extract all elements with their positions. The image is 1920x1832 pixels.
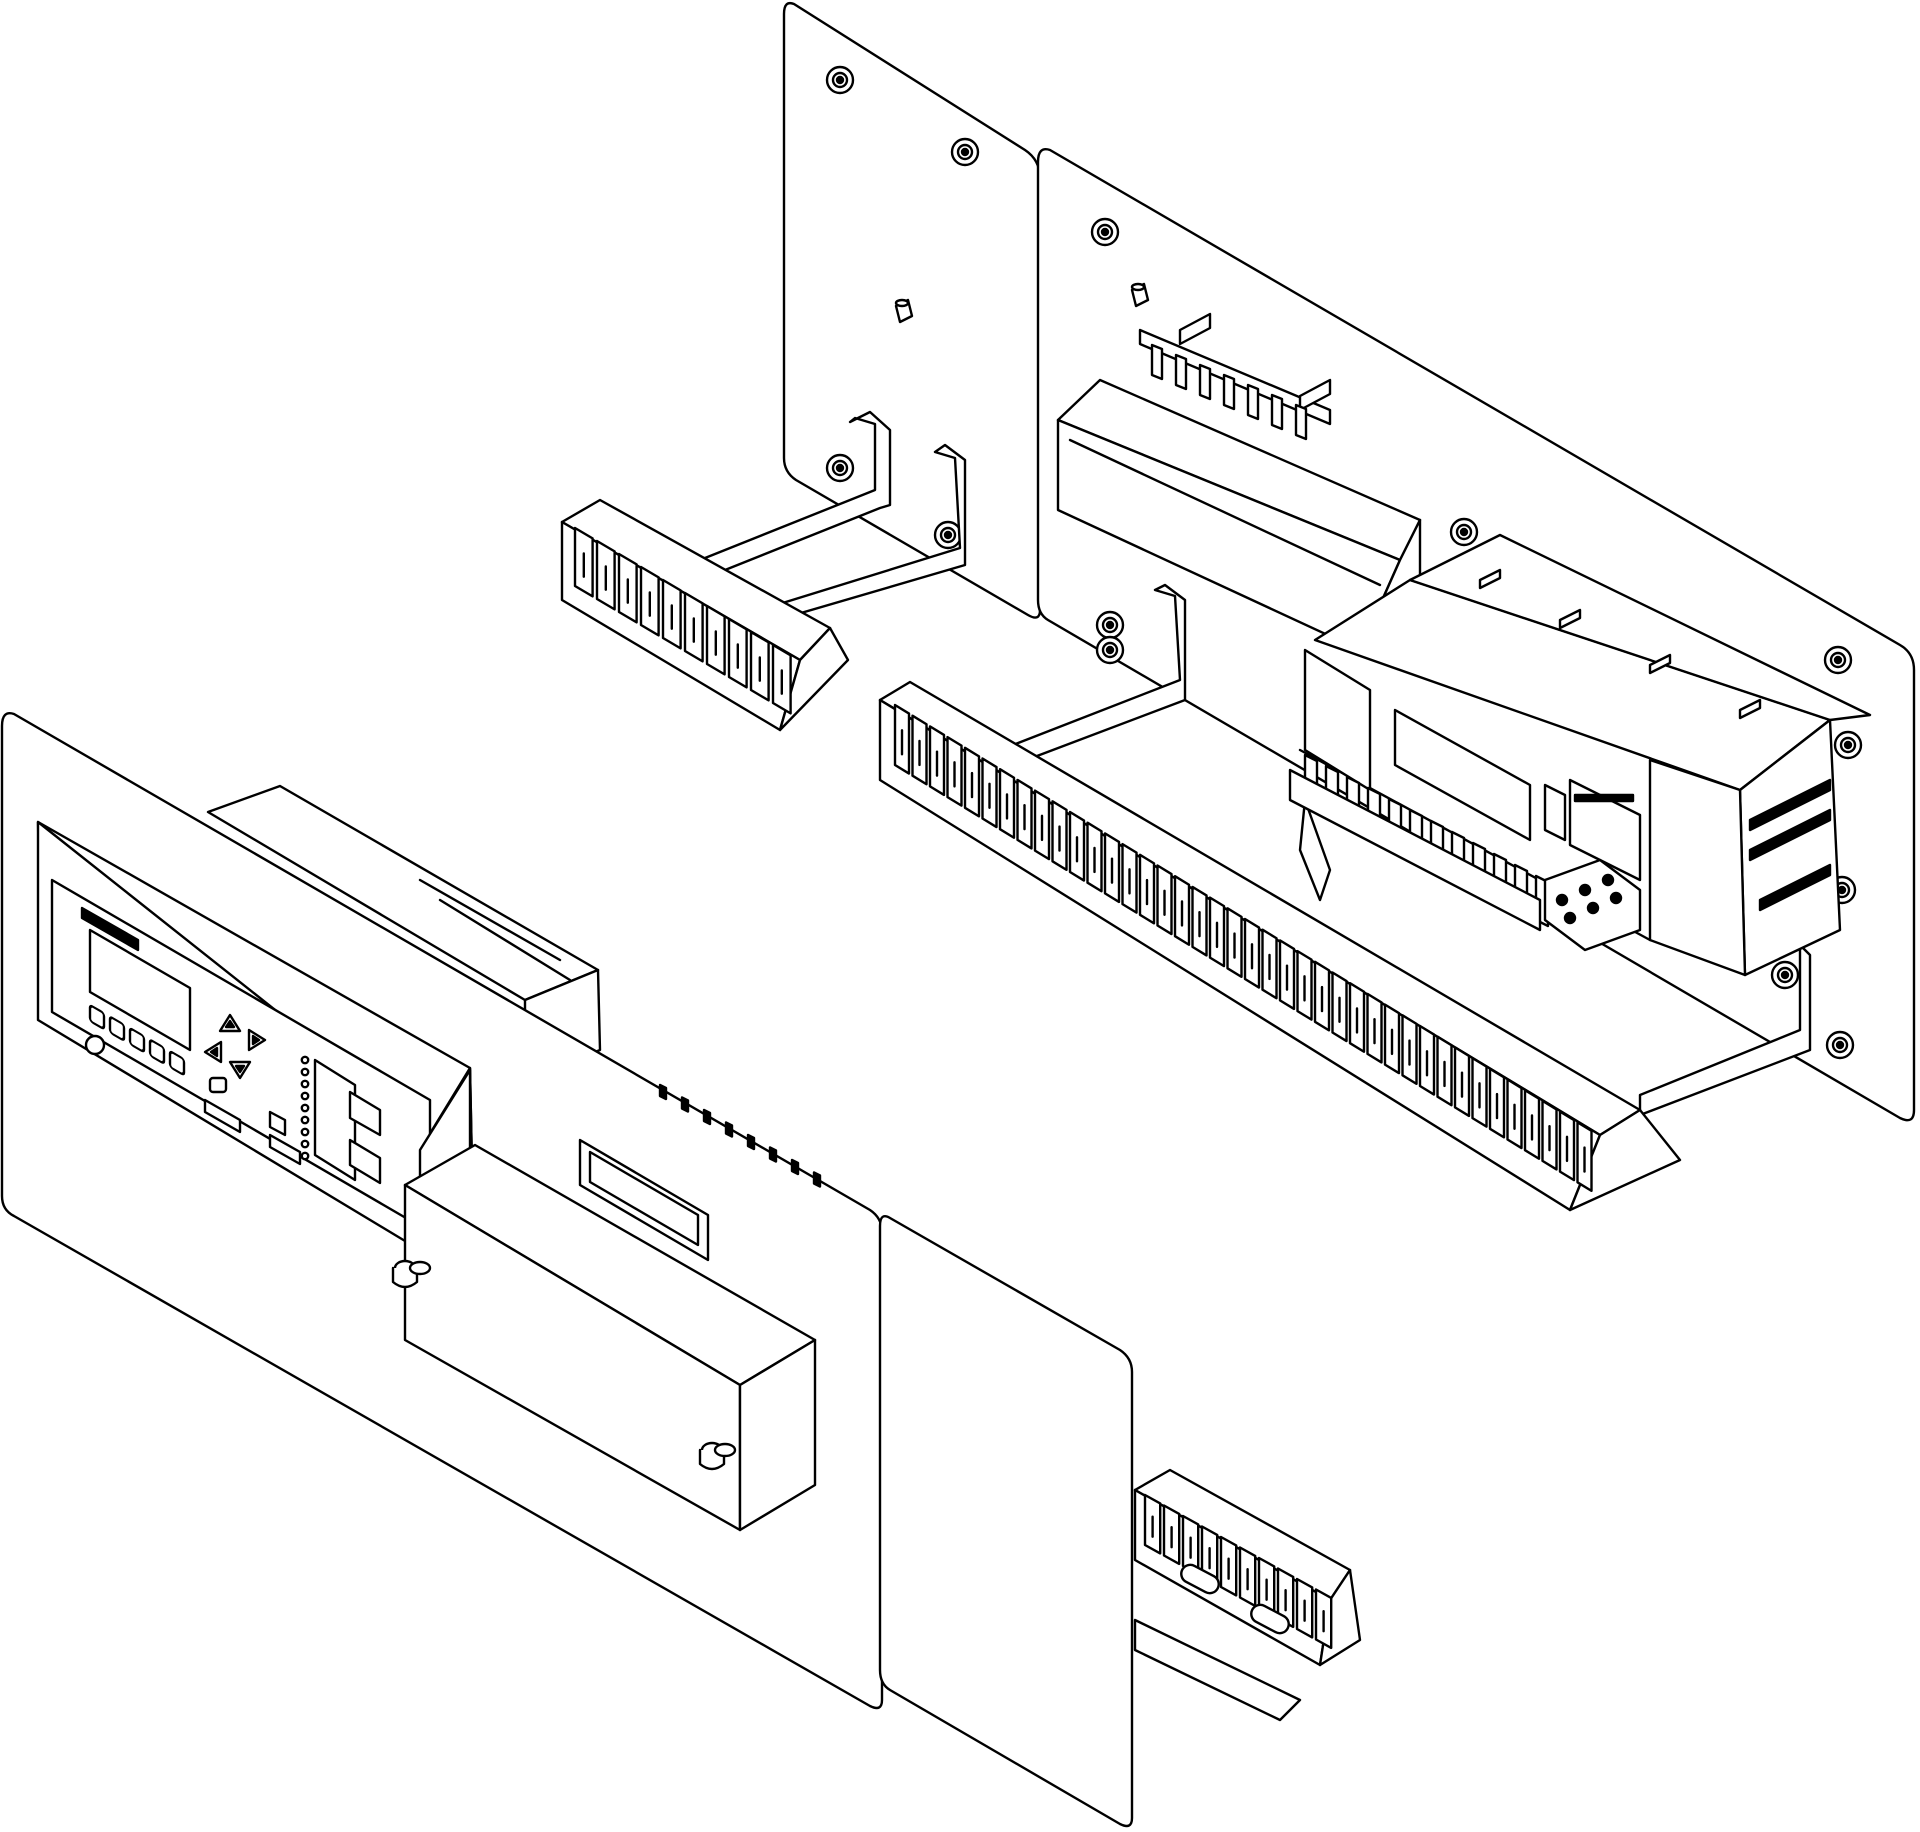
- power-indicator: [84, 1034, 106, 1056]
- short-terminal-block: [560, 498, 850, 732]
- hex-nut: [1449, 517, 1479, 547]
- hex-nut: [1833, 730, 1863, 760]
- status-led: [300, 1055, 310, 1065]
- long-terminal-block: [878, 680, 1682, 1212]
- screw-head: [658, 1083, 668, 1101]
- front-right-panel: [878, 1215, 1134, 1828]
- screw-head: [702, 1108, 712, 1126]
- hex-nut: [950, 137, 980, 167]
- enter-key: [208, 1076, 228, 1094]
- status-led: [300, 1139, 310, 1149]
- relay-function-keys: [84, 1004, 186, 1076]
- connector-hole: [1578, 883, 1592, 897]
- terminal-cover: [403, 1143, 817, 1532]
- function-key: [148, 1039, 166, 1064]
- hex-nut: [933, 520, 963, 550]
- relay-led-label-panel: [313, 1058, 357, 1182]
- screw-head: [680, 1096, 690, 1113]
- connector-hole: [1601, 873, 1615, 887]
- hex-nut: [1090, 217, 1120, 247]
- hex-nut: [1823, 645, 1853, 675]
- panel-screws: [658, 1083, 822, 1188]
- relay-logo: [80, 906, 140, 952]
- connector-hole: [1609, 891, 1623, 905]
- connector-hole: [1555, 893, 1569, 907]
- io-module: [1288, 533, 1872, 977]
- busbar-tooth: [1246, 383, 1260, 421]
- screw-head: [790, 1158, 800, 1176]
- connector-hole: [1563, 911, 1577, 925]
- down-arrow-icon: [228, 1060, 252, 1080]
- right-arrow-icon: [247, 1028, 267, 1052]
- function-key: [168, 1050, 186, 1076]
- connector-hole: [1586, 901, 1600, 915]
- busbar-tooth: [1222, 373, 1236, 411]
- locating-pin: [894, 298, 914, 324]
- status-led: [300, 1127, 310, 1137]
- rear-plate-nuts: [825, 65, 1863, 1060]
- nameplate-window: [578, 1138, 710, 1262]
- thumb-screw: [698, 1441, 737, 1471]
- hex-nut: [825, 65, 855, 95]
- screw-head: [812, 1171, 822, 1188]
- busbar-strip: [1138, 312, 1332, 441]
- screw-head: [746, 1133, 756, 1151]
- status-led: [300, 1115, 310, 1125]
- hex-nut: [1095, 610, 1125, 640]
- busbar-tooth: [1174, 353, 1188, 391]
- front-assembly: [0, 712, 1362, 1828]
- busbar-tooth: [1294, 403, 1308, 441]
- hex-nut: [1825, 1030, 1855, 1060]
- status-led: [300, 1091, 310, 1101]
- hex-nut: [825, 453, 855, 483]
- busbar-tooth: [1198, 363, 1212, 401]
- function-key: [108, 1016, 126, 1041]
- status-led: [300, 1151, 310, 1161]
- up-arrow-icon: [218, 1013, 242, 1033]
- busbar-tooth: [1270, 393, 1284, 431]
- hex-nut: [1770, 960, 1800, 990]
- relay-lcd-screen: [88, 928, 192, 1052]
- function-key: [128, 1027, 146, 1053]
- thumb-screw: [391, 1259, 432, 1289]
- relay-led-column: [300, 1055, 310, 1161]
- locating-pin: [1130, 282, 1150, 308]
- busbar-tooth: [1150, 343, 1164, 381]
- status-led: [300, 1067, 310, 1077]
- left-arrow-icon: [203, 1040, 223, 1064]
- status-led: [300, 1103, 310, 1113]
- status-led: [300, 1079, 310, 1089]
- hex-nut: [1095, 635, 1125, 665]
- screw-head: [768, 1146, 778, 1163]
- rear-assembly: [560, 1, 1916, 1212]
- relay-bezel: [36, 820, 474, 1252]
- relay-navigation-pad: [203, 1013, 267, 1094]
- bottom-terminal-block: [1133, 1468, 1362, 1722]
- function-key: [88, 1004, 106, 1030]
- screw-head: [724, 1121, 734, 1138]
